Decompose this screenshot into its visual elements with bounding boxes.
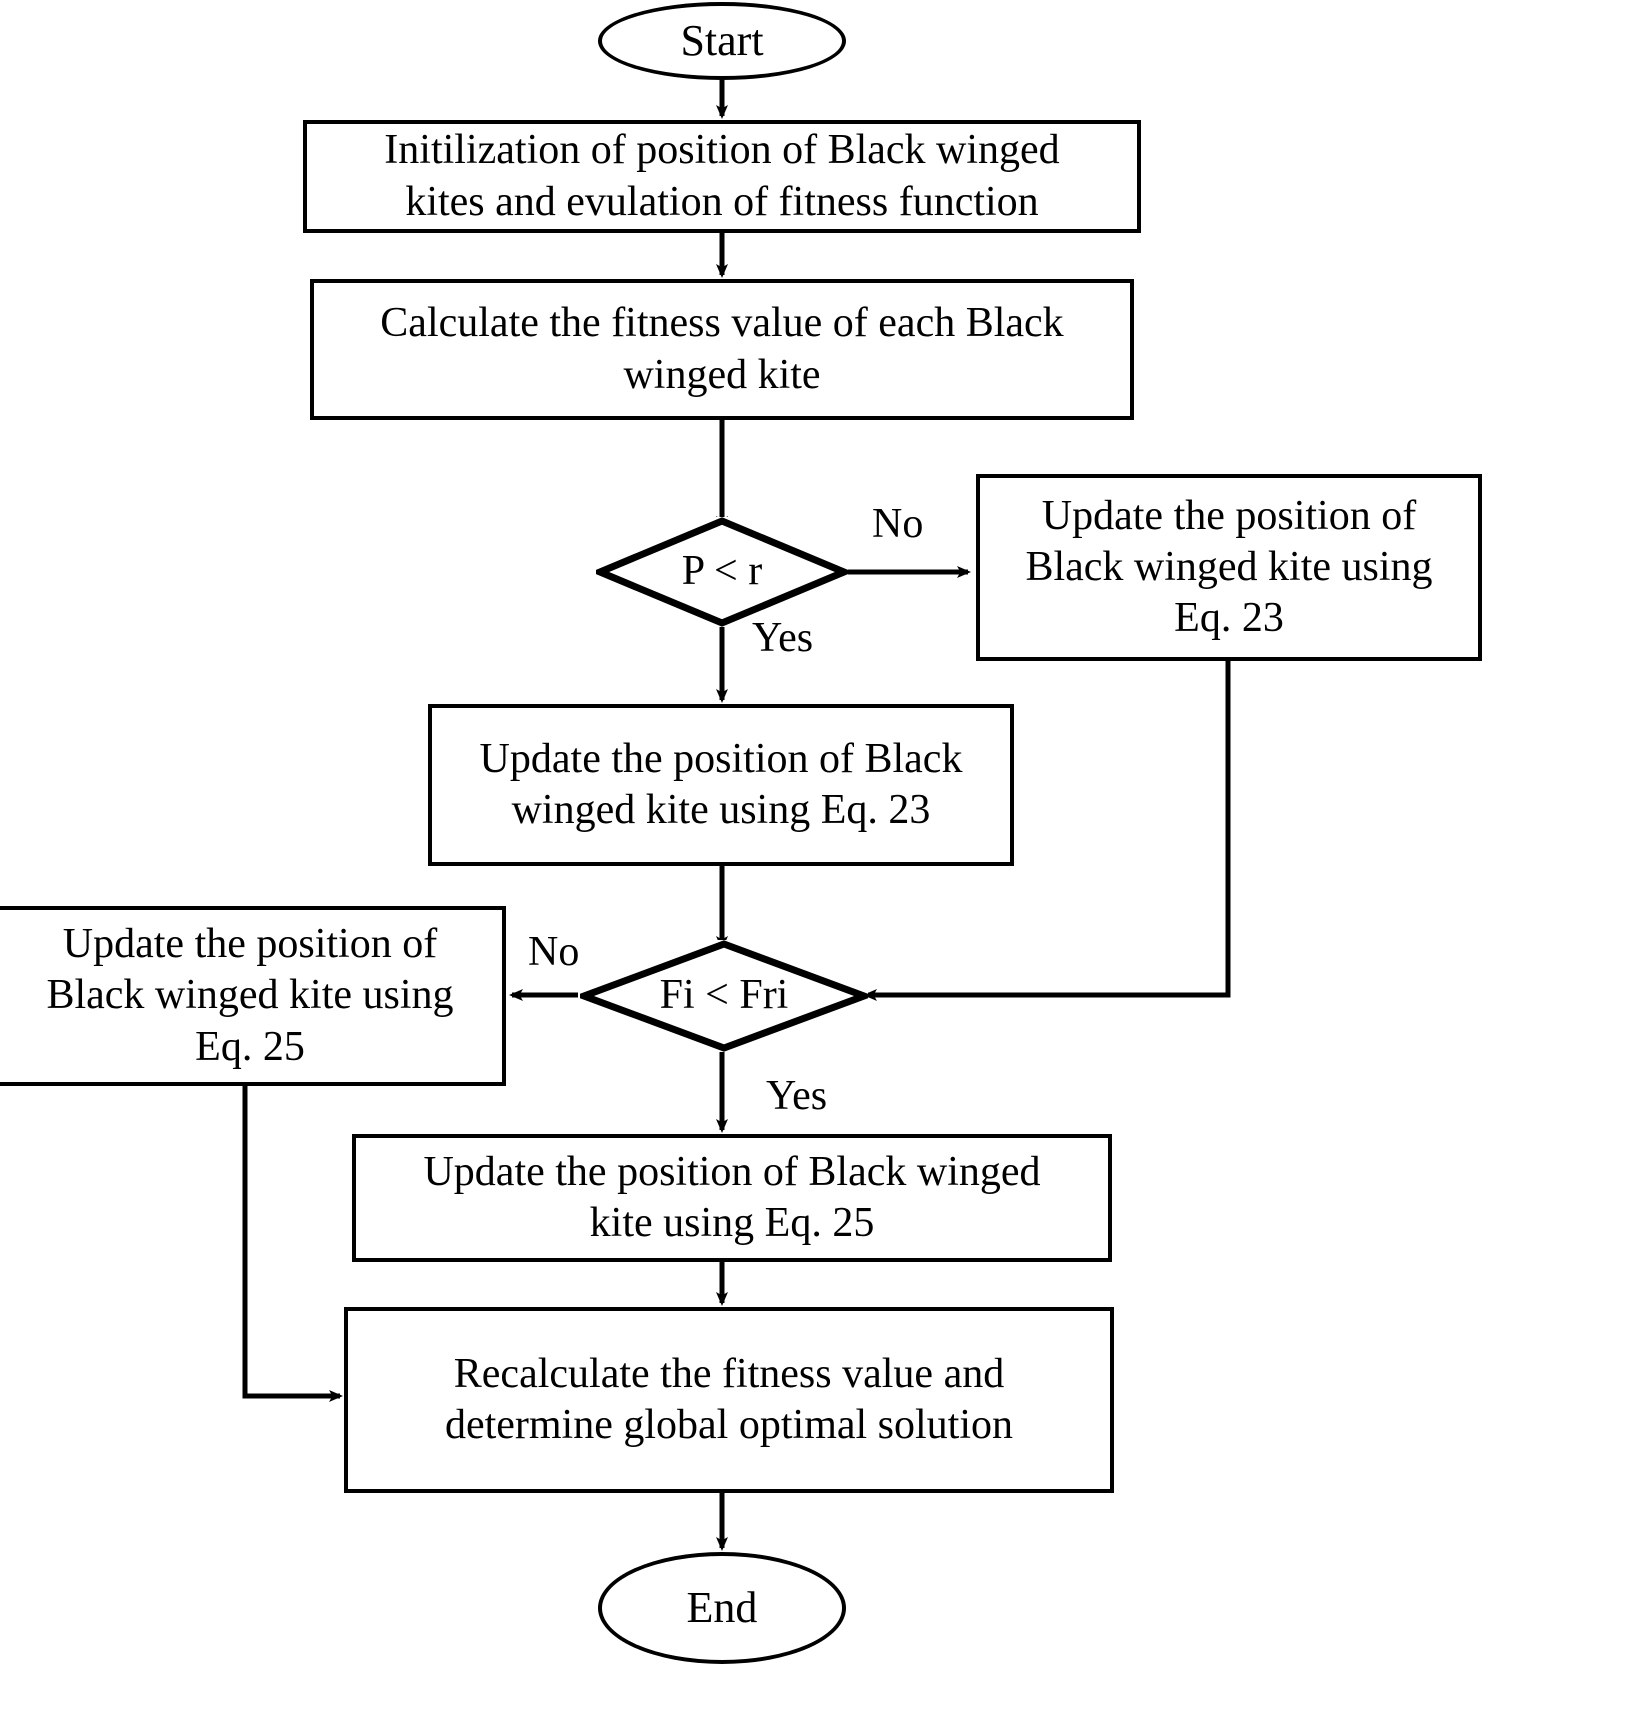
node-update-eq23-right-label: Update the position of Black winged kite… (1025, 492, 1433, 642)
node-update-eq25-left-label: Update the position of Black winged kite… (46, 921, 454, 1070)
node-start[interactable]: Start (598, 2, 846, 80)
node-update-eq23-center-label: Update the position of Black winged kite… (479, 735, 963, 833)
edge-label-p-no: No (872, 501, 924, 547)
node-calculate-fitness-label: Calculate the fitness value of each Blac… (380, 300, 1064, 398)
node-calculate-fitness[interactable]: Calculate the fitness value of each Blac… (310, 279, 1134, 420)
edge-label-fi-yes: Yes (766, 1073, 828, 1119)
node-recalculate[interactable]: Recalculate the fitness value and determ… (344, 1307, 1114, 1493)
node-initialization[interactable]: Initilization of position of Black winge… (303, 120, 1141, 233)
edge-label-p-yes: Yes (752, 615, 814, 661)
node-decision-p-lt-r[interactable]: P < r (596, 517, 848, 627)
node-update-eq23-center[interactable]: Update the position of Black winged kite… (428, 704, 1014, 866)
edge-label-fi-no: No (528, 929, 580, 975)
node-update-eq25-left[interactable]: Update the position of Black winged kite… (0, 906, 506, 1086)
node-decision-fi-lt-fri[interactable]: Fi < Fri (580, 940, 868, 1052)
diamond-shape-fi-lt-fri (580, 940, 868, 1052)
diamond-shape-p-lt-r (596, 517, 848, 627)
node-decision-fi-lt-fri-label: Fi < Fri (659, 972, 789, 1019)
node-start-label: Start (680, 16, 764, 66)
node-initialization-label: Initilization of position of Black winge… (384, 127, 1060, 225)
edge-eq25-left-to-recalculate (242, 1086, 343, 1402)
node-recalculate-label: Recalculate the fitness value and determ… (444, 1350, 1014, 1448)
node-update-eq25-center-label: Update the position of Black winged kite… (423, 1148, 1041, 1246)
node-end-label: End (686, 1583, 758, 1633)
node-update-eq23-right[interactable]: Update the position of Black winged kite… (976, 474, 1482, 661)
node-decision-p-lt-r-label: P < r (681, 548, 763, 595)
node-end[interactable]: End (598, 1552, 846, 1664)
node-update-eq25-center[interactable]: Update the position of Black winged kite… (352, 1134, 1112, 1262)
